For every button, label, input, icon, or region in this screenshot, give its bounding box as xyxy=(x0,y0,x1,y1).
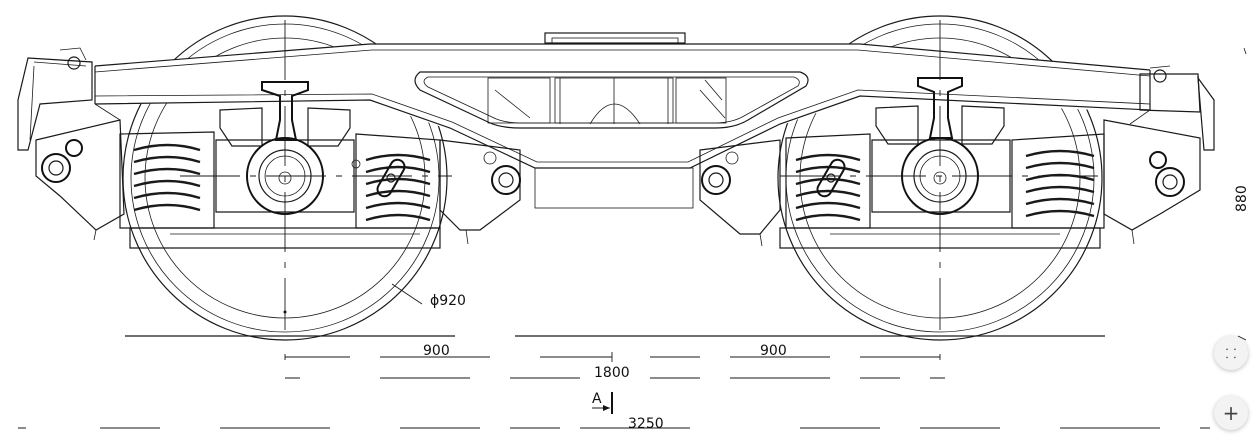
section-mark-a: A xyxy=(592,391,602,407)
dim-1800: 1800 xyxy=(594,365,630,381)
right-springs xyxy=(785,133,1105,229)
centre-hangers xyxy=(439,139,781,247)
dimension-labels: 900 900 1800 A 3250 880 xyxy=(423,185,1250,432)
left-springs xyxy=(119,131,441,229)
wheel-diameter-callout: ϕ920 xyxy=(391,283,466,309)
dim-880: 880 xyxy=(1234,185,1250,212)
wheel-diameter-label: ϕ920 xyxy=(430,293,466,309)
zoom-in-button[interactable]: + xyxy=(1214,396,1248,430)
bogie-frame xyxy=(17,32,1215,209)
left-axlebox xyxy=(129,20,452,330)
dim-900-left: 900 xyxy=(423,343,450,359)
plus-icon: + xyxy=(1222,401,1240,425)
rail-line xyxy=(125,47,1247,341)
dim-3250: 3250 xyxy=(628,416,664,432)
right-end-hanger xyxy=(1103,119,1201,245)
collapse-icon: ⸬ xyxy=(1225,347,1237,362)
dimension-lines xyxy=(18,352,1210,429)
dim-900-right: 900 xyxy=(760,343,787,359)
collapse-button[interactable]: ⸬ xyxy=(1214,336,1248,370)
left-end-hanger xyxy=(35,119,125,241)
